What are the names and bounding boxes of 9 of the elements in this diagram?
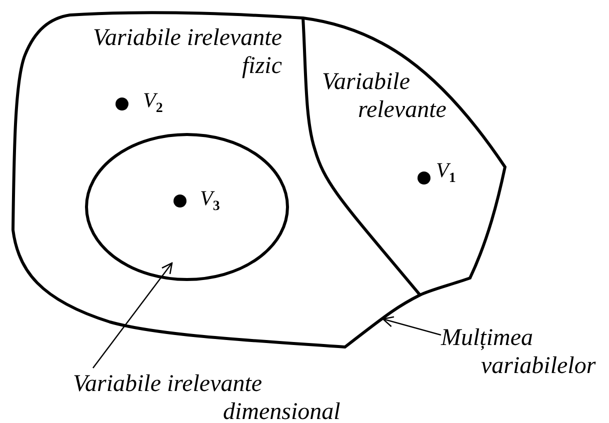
variable-label: V$_{1}$ bbox=[436, 158, 456, 188]
variable-label: V$_{2}$ bbox=[143, 88, 163, 118]
region-label: Variabile irelevante fizic bbox=[92, 24, 282, 80]
leader-line bbox=[92, 262, 173, 368]
region-label: Variabile irelevante dimensional bbox=[73, 370, 342, 423]
region-label: Variabile relevante bbox=[322, 68, 448, 124]
leader-line bbox=[382, 316, 442, 336]
variable-label: V$_{3}$ bbox=[200, 186, 220, 216]
region-label: Mulțimea variabilelor bbox=[441, 324, 597, 380]
